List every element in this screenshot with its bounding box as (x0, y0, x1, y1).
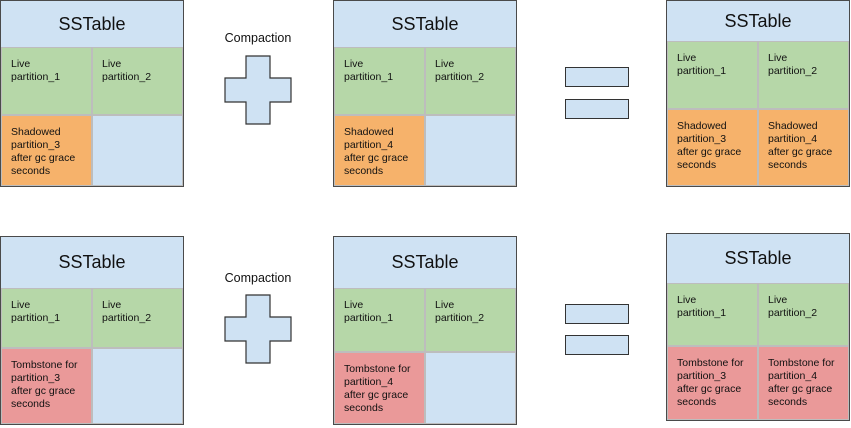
cell-live-partition-2: Live partition_2 (758, 283, 849, 346)
operator-label: Compaction (224, 31, 292, 45)
sstable-row1-input-b: SSTable Live partition_1 Live partition_… (333, 0, 517, 187)
cell-shadowed-partition-3: Shadowed partition_3 after gc grace seco… (667, 109, 758, 186)
cell-live-partition-2: Live partition_2 (92, 288, 183, 348)
sstable-title: SSTable (667, 234, 849, 283)
cell-shadowed-partition-4: Shadowed partition_4 after gc grace seco… (758, 109, 849, 186)
cell-live-partition-1: Live partition_1 (1, 288, 92, 348)
cell-shadowed-partition-3: Shadowed partition_3 after gc grace seco… (1, 115, 92, 186)
sstable-row2-input-a: SSTable Live partition_1 Live partition_… (0, 236, 184, 425)
cell-live-partition-1: Live partition_1 (334, 288, 425, 352)
sstable-row2-output: SSTable Live partition_1 Live partition_… (666, 233, 850, 421)
cell-tombstone-partition-3: Tombstone for partition_3 after gc grace… (667, 346, 758, 420)
plus-icon (224, 294, 292, 364)
sstable-title: SSTable (334, 237, 516, 288)
sstable-row2-input-b: SSTable Live partition_1 Live partition_… (333, 236, 517, 425)
cell-empty (425, 115, 516, 186)
cell-tombstone-partition-3: Tombstone for partition_3 after gc grace… (1, 348, 92, 424)
cell-live-partition-2: Live partition_2 (425, 47, 516, 115)
sstable-row1-input-a: SSTable Live partition_1 Live partition_… (0, 0, 184, 187)
cell-empty (92, 348, 183, 424)
sstable-row1-output: SSTable Live partition_1 Live partition_… (666, 0, 850, 187)
sstable-title: SSTable (334, 1, 516, 47)
cell-empty (425, 352, 516, 424)
cell-live-partition-2: Live partition_2 (758, 41, 849, 109)
cell-live-partition-2: Live partition_2 (425, 288, 516, 352)
cell-empty (92, 115, 183, 186)
cell-tombstone-partition-4: Tombstone for partition_4 after gc grace… (334, 352, 425, 424)
equals-icon-bottom-bar (565, 335, 629, 355)
sstable-title: SSTable (667, 1, 849, 41)
sstable-title: SSTable (1, 237, 183, 288)
equals-icon-top-bar (565, 67, 629, 87)
plus-icon (224, 55, 292, 125)
cell-live-partition-1: Live partition_1 (1, 47, 92, 115)
equals-icon-bottom-bar (565, 99, 629, 119)
cell-live-partition-1: Live partition_1 (334, 47, 425, 115)
cell-live-partition-2: Live partition_2 (92, 47, 183, 115)
cell-tombstone-partition-4: Tombstone for partition_4 after gc grace… (758, 346, 849, 420)
cell-live-partition-1: Live partition_1 (667, 41, 758, 109)
equals-icon-top-bar (565, 304, 629, 324)
operator-label: Compaction (224, 271, 292, 285)
sstable-title: SSTable (1, 1, 183, 47)
cell-live-partition-1: Live partition_1 (667, 283, 758, 346)
cell-shadowed-partition-4: Shadowed partition_4 after gc grace seco… (334, 115, 425, 186)
